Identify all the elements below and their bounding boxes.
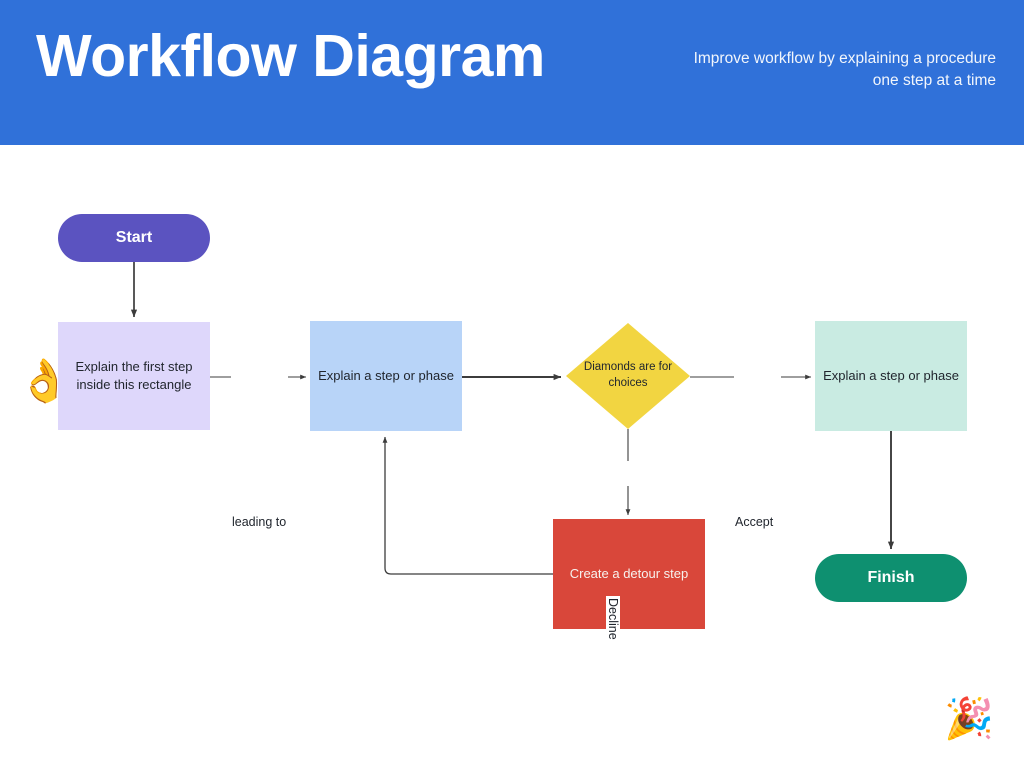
party-popper-icon: 🎉 [944,697,994,741]
edge-label-leading-to: leading to [228,515,291,529]
node-detour[interactable]: Create a detour step [553,519,705,629]
node-step-phase-2[interactable]: Explain a step or phase [815,321,967,431]
page-header: Workflow Diagram Improve workflow by exp… [0,0,1024,145]
node-first-step-label: Explain the first step inside this recta… [75,359,193,392]
edge-label-accept: Accept [731,515,778,529]
ok-hand-icon: 👌 [18,357,71,404]
edge-detour-to-step-phase-1-loop [382,436,553,575]
page-subtitle: Improve workflow by explaining a procedu… [693,50,996,90]
node-start[interactable]: Start [58,214,210,262]
node-step-phase-1[interactable]: Explain a step or phase [310,321,462,431]
node-start-label: Start [115,229,153,247]
node-decision-diamond[interactable]: Diamonds are for choices [566,323,690,429]
node-step-phase-2-label: Explain a step or phase [823,368,959,384]
node-finish[interactable]: Finish [815,554,967,602]
edge-label-decline: Decline [606,596,620,642]
node-detour-label: Create a detour step [569,566,689,582]
node-first-step[interactable]: Explain the first step inside this recta… [58,322,210,430]
node-step-phase-1-label: Explain a step or phase [318,368,454,384]
page-title: Workflow Diagram [36,23,545,89]
node-decision-label: Diamonds are for choices [583,361,673,389]
diagram-canvas: Start Explain the first step inside this… [0,145,1024,768]
node-finish-label: Finish [867,569,915,587]
